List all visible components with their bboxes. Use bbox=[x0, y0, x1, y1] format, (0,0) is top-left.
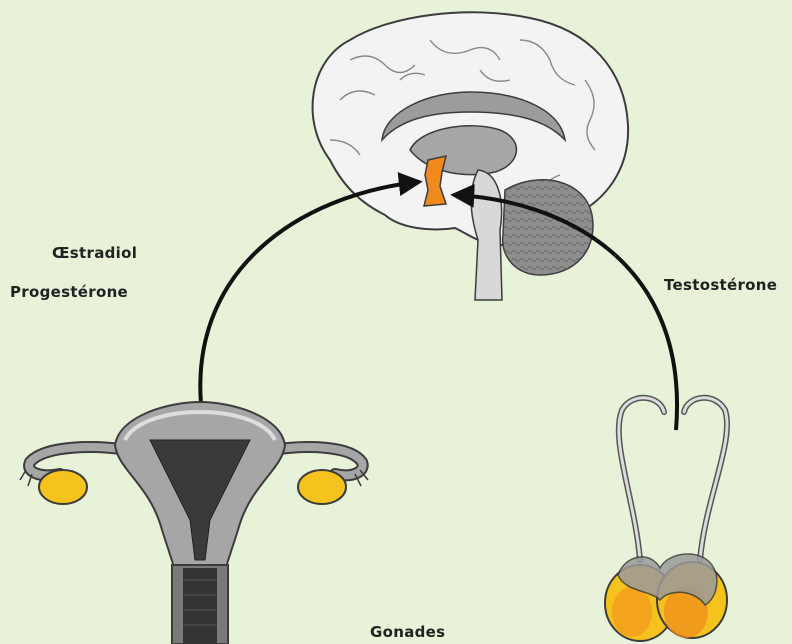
uterus-ovaries-icon bbox=[20, 402, 368, 644]
testosterone-label: Testostérone bbox=[664, 276, 777, 294]
estradiol-label: Œstradiol bbox=[52, 244, 137, 262]
right-ovary bbox=[298, 470, 346, 504]
gonades-label: Gonades bbox=[370, 623, 445, 641]
testes-icon bbox=[605, 398, 727, 641]
brain-icon bbox=[313, 12, 629, 300]
estrogen-arrow bbox=[200, 182, 418, 414]
left-ovary bbox=[39, 470, 87, 504]
progesterone-label: Progestérone bbox=[10, 283, 128, 301]
